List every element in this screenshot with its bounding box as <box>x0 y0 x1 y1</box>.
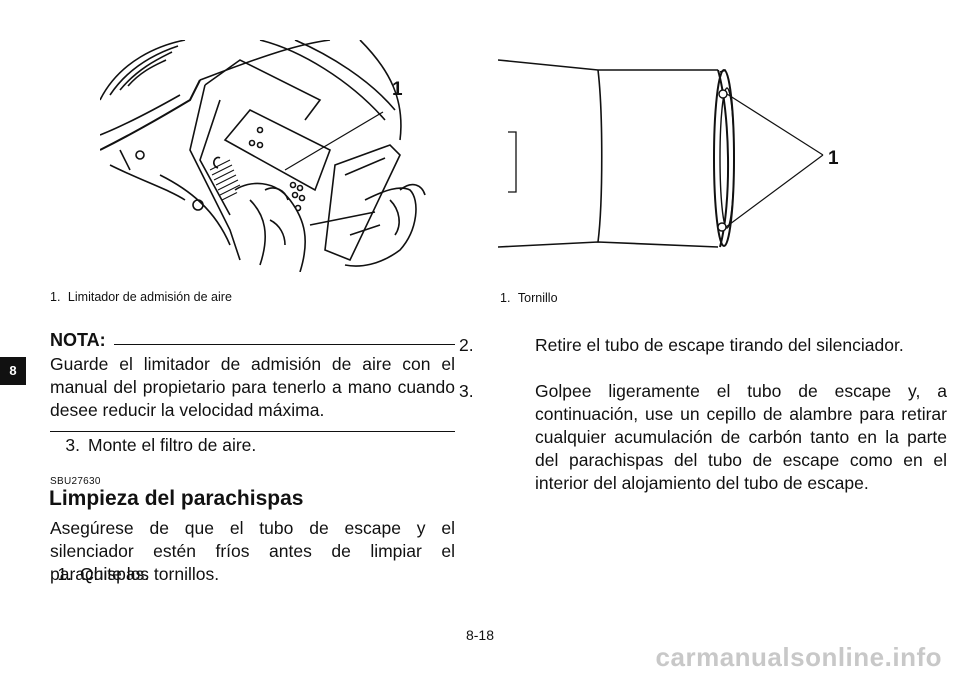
note-block: NOTA: Guarde el limitador de admisión de… <box>50 330 455 432</box>
section-intro: Asegúrese de que el tubo de escape y el … <box>50 518 455 584</box>
caption-text: Tornillo <box>517 291 558 305</box>
caption-number: 1. <box>50 290 61 304</box>
figure-right-callout: 1 <box>828 148 839 169</box>
caption-text: Limitador de admisión de aire <box>67 290 232 304</box>
figure-left-callout: 1 <box>392 79 403 100</box>
left-step: 3. Monte el filtro de aire. <box>50 434 455 457</box>
step-text: Monte el filtro de aire. <box>88 435 257 455</box>
figure-right-caption: 1. Tornillo <box>500 291 558 305</box>
caption-number: 1. <box>500 291 511 305</box>
note-label: NOTA: <box>50 330 106 350</box>
watermark: carmanualsonline.info <box>655 642 942 672</box>
right-step-2: 2. Retire el tubo de escape tirando del s… <box>459 334 947 357</box>
right-step-3: 3. Golpee ligeramente el tubo de escape y… <box>459 380 947 495</box>
exhaust-pipe-illustration: 1 <box>497 52 848 262</box>
step-number: 3. <box>65 435 80 455</box>
step-text: Retire el tubo de escape tirando del sil… <box>535 335 904 355</box>
figure-left-caption: 1. Limitador de admisión de aire <box>50 290 232 304</box>
section-code: SBU27630 <box>50 476 101 487</box>
note-text: Guarde el limitador de admisión de aire … <box>50 354 455 420</box>
step-number: 3. <box>459 381 474 401</box>
step-text: Quite los tornillos. <box>80 564 220 584</box>
step-text: Golpee ligeramente el tubo de escape y, … <box>535 381 947 493</box>
section-step-1: 1. Quite los tornillos. <box>42 563 452 586</box>
step-number: 2. <box>459 335 474 355</box>
step-number: 1. <box>57 564 72 584</box>
note-rule-top <box>113 344 455 345</box>
section-heading: Limpieza del parachispas <box>49 487 304 510</box>
air-intake-limiter-illustration: 1 <box>99 39 430 273</box>
chapter-tab: 8 <box>0 357 26 385</box>
note-rule-bottom <box>50 431 455 432</box>
page-number: 8-18 <box>465 627 495 643</box>
